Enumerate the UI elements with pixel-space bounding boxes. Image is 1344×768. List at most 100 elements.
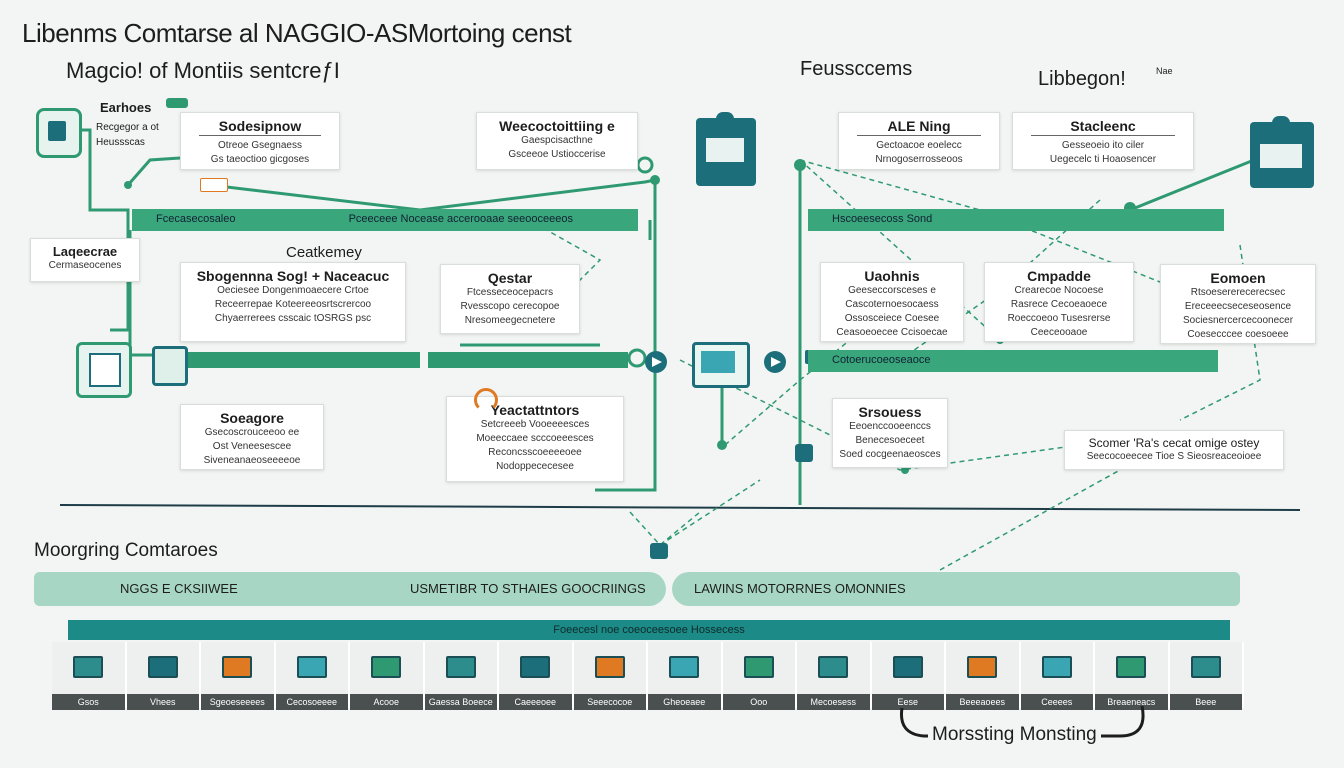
strip-cell[interactable]: Beee bbox=[1169, 642, 1244, 710]
bar-top-left: Fcecasecosaleo Pceeceee Nocease accerooa… bbox=[132, 209, 638, 231]
strip-cell-label: Gaessa Boeece bbox=[424, 694, 497, 710]
tool-icon bbox=[669, 656, 700, 678]
card-uaohnis[interactable]: Uaohnis Geeseccorsceses e Cascoternoesoc… bbox=[820, 262, 964, 342]
card-yeactattntors[interactable]: Yeactattntors Setcreeeb Vooeeeesces Moee… bbox=[446, 396, 624, 482]
strip-cell-label: Seeecocoe bbox=[573, 694, 646, 710]
strip-cell[interactable]: Mecoesess bbox=[797, 642, 872, 710]
card-srsouess[interactable]: Srsouess Eeoenccooeenccs Benecesoeceet S… bbox=[832, 398, 948, 468]
strip-cell-label: Ceeees bbox=[1020, 694, 1093, 710]
card-scomer[interactable]: Scomer 'Ra's cecat omige ostey Seecocoee… bbox=[1064, 430, 1284, 470]
tool-icon bbox=[1116, 656, 1147, 678]
card-line: Gaespcisacthne bbox=[521, 135, 593, 146]
band-label: USMETIBR TO STHAIES GOOCRIINGS bbox=[410, 581, 646, 596]
card-eomoen[interactable]: Eomoen Rtsoesererecerecsec Ereceeecseces… bbox=[1160, 264, 1316, 344]
card-line: Benecesoeceet bbox=[855, 435, 925, 446]
strip-cell[interactable]: Cecosoeeee bbox=[275, 642, 350, 710]
strip-cell-label: Sgeoeseeees bbox=[201, 694, 274, 710]
left-side-title: Laqeecrae bbox=[52, 244, 118, 259]
card-sodesipnow[interactable]: Sodesipnow Otreoe Gsegnaess Gs taeoctioo… bbox=[180, 112, 340, 170]
strip-cell-label: Mecoesess bbox=[797, 694, 870, 710]
card-line: Reconcsscoeeeeoee bbox=[488, 447, 582, 458]
wire bbox=[126, 156, 181, 186]
card-line: Ceeceooaoe bbox=[1030, 327, 1088, 338]
strip-cell[interactable]: Gheoeaee bbox=[648, 642, 723, 710]
strip-cell[interactable]: Eese bbox=[871, 642, 946, 710]
card-line: Soed cocgeenaeosces bbox=[839, 449, 941, 460]
left-side-card[interactable]: Laqeecrae Cermaseocenes bbox=[30, 238, 140, 282]
strip-cell-label: Beeeaoees bbox=[946, 694, 1019, 710]
card-title: Qestar bbox=[487, 270, 533, 286]
strip-cell-label: Breaeneacs bbox=[1095, 694, 1168, 710]
tool-icon bbox=[222, 656, 253, 678]
bar-label: Hscoeesecoss Sond bbox=[832, 213, 933, 225]
card-stacleenc[interactable]: Stacleenc Gesseoeio ito ciler Uegecelc t… bbox=[1012, 112, 1194, 170]
card-title: ALE Ning bbox=[887, 118, 951, 134]
card-line: Chyaerrerees csscaic tOSRGS psc bbox=[214, 313, 372, 324]
card-sbogennna[interactable]: Sbogennna Sog! + Naceacuc Oeciesee Donge… bbox=[180, 262, 406, 342]
strip-cell[interactable]: Sgeoeseeees bbox=[201, 642, 276, 710]
band-label: LAWINS MOTORRNES OMONNIES bbox=[694, 581, 906, 596]
card-qestar[interactable]: Qestar Ftcesseceocepacrs Rvesscopo cerec… bbox=[440, 264, 580, 334]
card-line: Ereceeecseceseosence bbox=[1184, 301, 1292, 312]
document-icon bbox=[76, 342, 132, 398]
strip-cell[interactable]: Ooo bbox=[722, 642, 797, 710]
bar-top-right: Hscoeesecoss Sond bbox=[808, 209, 1224, 231]
card-line: Moeeccaee scccoeeesces bbox=[476, 433, 594, 444]
card-line: Oeciesee Dongenmoaecere Crtoe bbox=[217, 285, 369, 296]
footer-callout: Morssting Monsting bbox=[928, 724, 1101, 746]
band-label: NGGS E CKSIIWEE bbox=[120, 581, 238, 596]
strip-cell[interactable]: Vhees bbox=[126, 642, 201, 710]
card-line: Eeoenccooeenccs bbox=[849, 421, 931, 432]
card-line: Roeccoeoo Tusesrerse bbox=[1007, 313, 1111, 324]
bar-mid-center bbox=[428, 352, 628, 368]
tool-icon bbox=[73, 656, 104, 678]
teal-bar: Foeecesl noe coeoceesoee Hossecess bbox=[68, 620, 1230, 640]
bar-label: Fcecasecosaleo bbox=[156, 213, 236, 225]
card-line: Gs taeoctioo gicgoses bbox=[210, 154, 310, 165]
card-ale-ning[interactable]: ALE Ning Gectoacoe eoelecc Nrnogoserross… bbox=[838, 112, 1000, 170]
band-right-pill[interactable]: LAWINS MOTORRNES OMONNIES bbox=[672, 572, 1240, 606]
node-dot bbox=[650, 175, 660, 185]
node-dot bbox=[794, 159, 806, 171]
strip-cell-label: Gsos bbox=[52, 694, 125, 710]
card-cmpadde[interactable]: Cmpadde Crearecoe Nocoese Rasrece Cecoea… bbox=[984, 262, 1134, 342]
strip-cell[interactable]: Seeecocoe bbox=[573, 642, 648, 710]
card-soeagore[interactable]: Soeagore Gsecoscrouceeoo ee Ost Veneeses… bbox=[180, 404, 324, 470]
card-line: Seecocoeecee Tioe S Sieosreaceoioee bbox=[1086, 451, 1262, 462]
strip-cell[interactable]: Ceeees bbox=[1020, 642, 1095, 710]
dashed-wire bbox=[629, 511, 701, 547]
bar-label: Pceeceee Nocease accerooaae seeooceeeos bbox=[348, 213, 573, 225]
card-title: Soeagore bbox=[220, 410, 284, 426]
card-line: Ossosceiece Coesee bbox=[844, 313, 940, 324]
strip-cell[interactable]: Breaeneacs bbox=[1095, 642, 1170, 710]
card-line: Sociesnercercecoonecer bbox=[1182, 315, 1294, 326]
card-line: Ceasoeoecee Ccisoecae bbox=[836, 327, 948, 338]
page-subtitle: Magcio! of Montiis sentcreƒI bbox=[66, 58, 340, 83]
column-header-middle: Feussccems bbox=[800, 58, 913, 80]
left-group-line: Recgegor a ot bbox=[96, 122, 159, 133]
strip-cell[interactable]: Beeeaoees bbox=[946, 642, 1021, 710]
section-title: Moorgring Comtaroes bbox=[34, 540, 218, 561]
wire bbox=[74, 128, 130, 332]
band-left-pill[interactable]: NGGS E CKSIIWEE USMETIBR TO STHAIES GOOC… bbox=[34, 572, 666, 606]
tool-icon bbox=[296, 656, 327, 678]
card-title: Scomer 'Ra's cecat omige ostey bbox=[1088, 436, 1260, 450]
phone-icon bbox=[152, 346, 188, 386]
strip-cell[interactable]: Caeeeoee bbox=[499, 642, 574, 710]
tool-icon bbox=[1190, 656, 1221, 678]
card-line: Nresomeegecnetere bbox=[464, 315, 556, 326]
strip-cell-label: Ooo bbox=[722, 694, 795, 710]
card-line: Rasrece Cecoeaoece bbox=[1010, 299, 1108, 310]
shield-icon bbox=[36, 108, 82, 158]
strip-cell[interactable]: Acooe bbox=[350, 642, 425, 710]
card-line: Gesseoeio ito ciler bbox=[1061, 140, 1145, 151]
alert-ring-icon bbox=[474, 388, 498, 412]
card-weecoctoittiing[interactable]: Weecoctoittiing e Gaespcisacthne Gsceeoe… bbox=[476, 112, 638, 170]
strip-cell-label: Acooe bbox=[350, 694, 423, 710]
wire bbox=[1129, 158, 1255, 212]
strip-cell[interactable]: Gaessa Boeece bbox=[424, 642, 499, 710]
strip-cell[interactable]: Gsos bbox=[52, 642, 127, 710]
tool-icon bbox=[743, 656, 774, 678]
dashed-wire bbox=[679, 359, 1081, 471]
tool-icon bbox=[520, 656, 551, 678]
